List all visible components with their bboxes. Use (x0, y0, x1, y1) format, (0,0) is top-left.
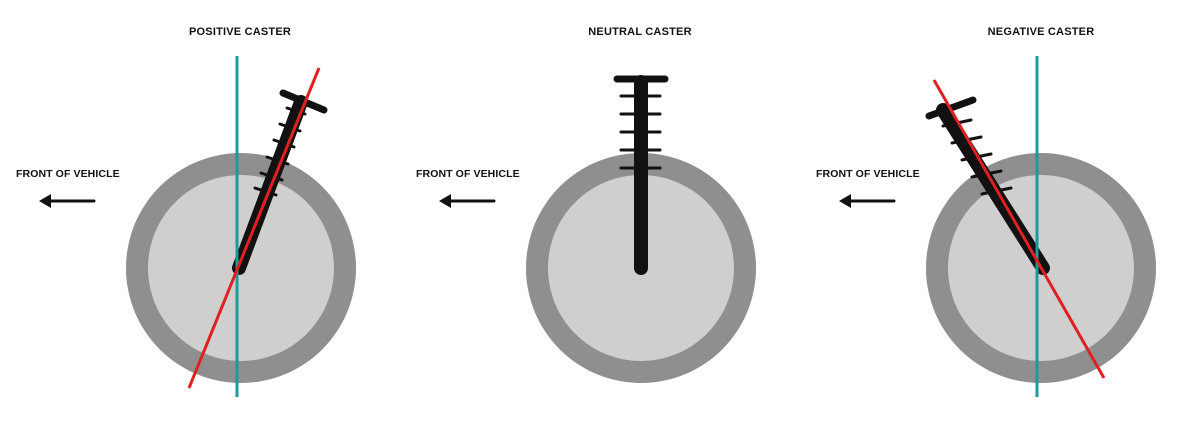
panel-negative-caster (839, 56, 1156, 397)
front-of-vehicle-label-positive: FRONT OF VEHICLE (16, 168, 120, 180)
panel-title-positive: POSITIVE CASTER (188, 26, 292, 38)
spring-coil-2-positive (278, 122, 302, 133)
spring-coil-6-positive (253, 186, 278, 197)
strut-top-bar-positive (279, 89, 328, 114)
front-arrow-head-positive (39, 194, 51, 208)
spring-coil-5-positive (259, 171, 284, 182)
spring-coil-2-negative (950, 135, 983, 145)
panel-title-negative: NEGATIVE CASTER (987, 26, 1095, 38)
front-of-vehicle-label-neutral: FRONT OF VEHICLE (416, 168, 520, 180)
steering-axis-negative (932, 79, 1106, 379)
front-arrow-head-neutral (439, 194, 451, 208)
spring-coil-3-positive (272, 138, 296, 149)
panel-title-neutral: NEUTRAL CASTER (588, 26, 692, 38)
strut-neutral (613, 75, 669, 275)
spring-coil-4-positive (265, 155, 290, 166)
steering-axis-positive (187, 67, 321, 389)
front-of-vehicle-label-negative: FRONT OF VEHICLE (816, 168, 920, 180)
front-arrow-head-negative (839, 194, 851, 208)
panel-positive-caster (39, 56, 356, 397)
panel-neutral-caster (439, 75, 756, 383)
